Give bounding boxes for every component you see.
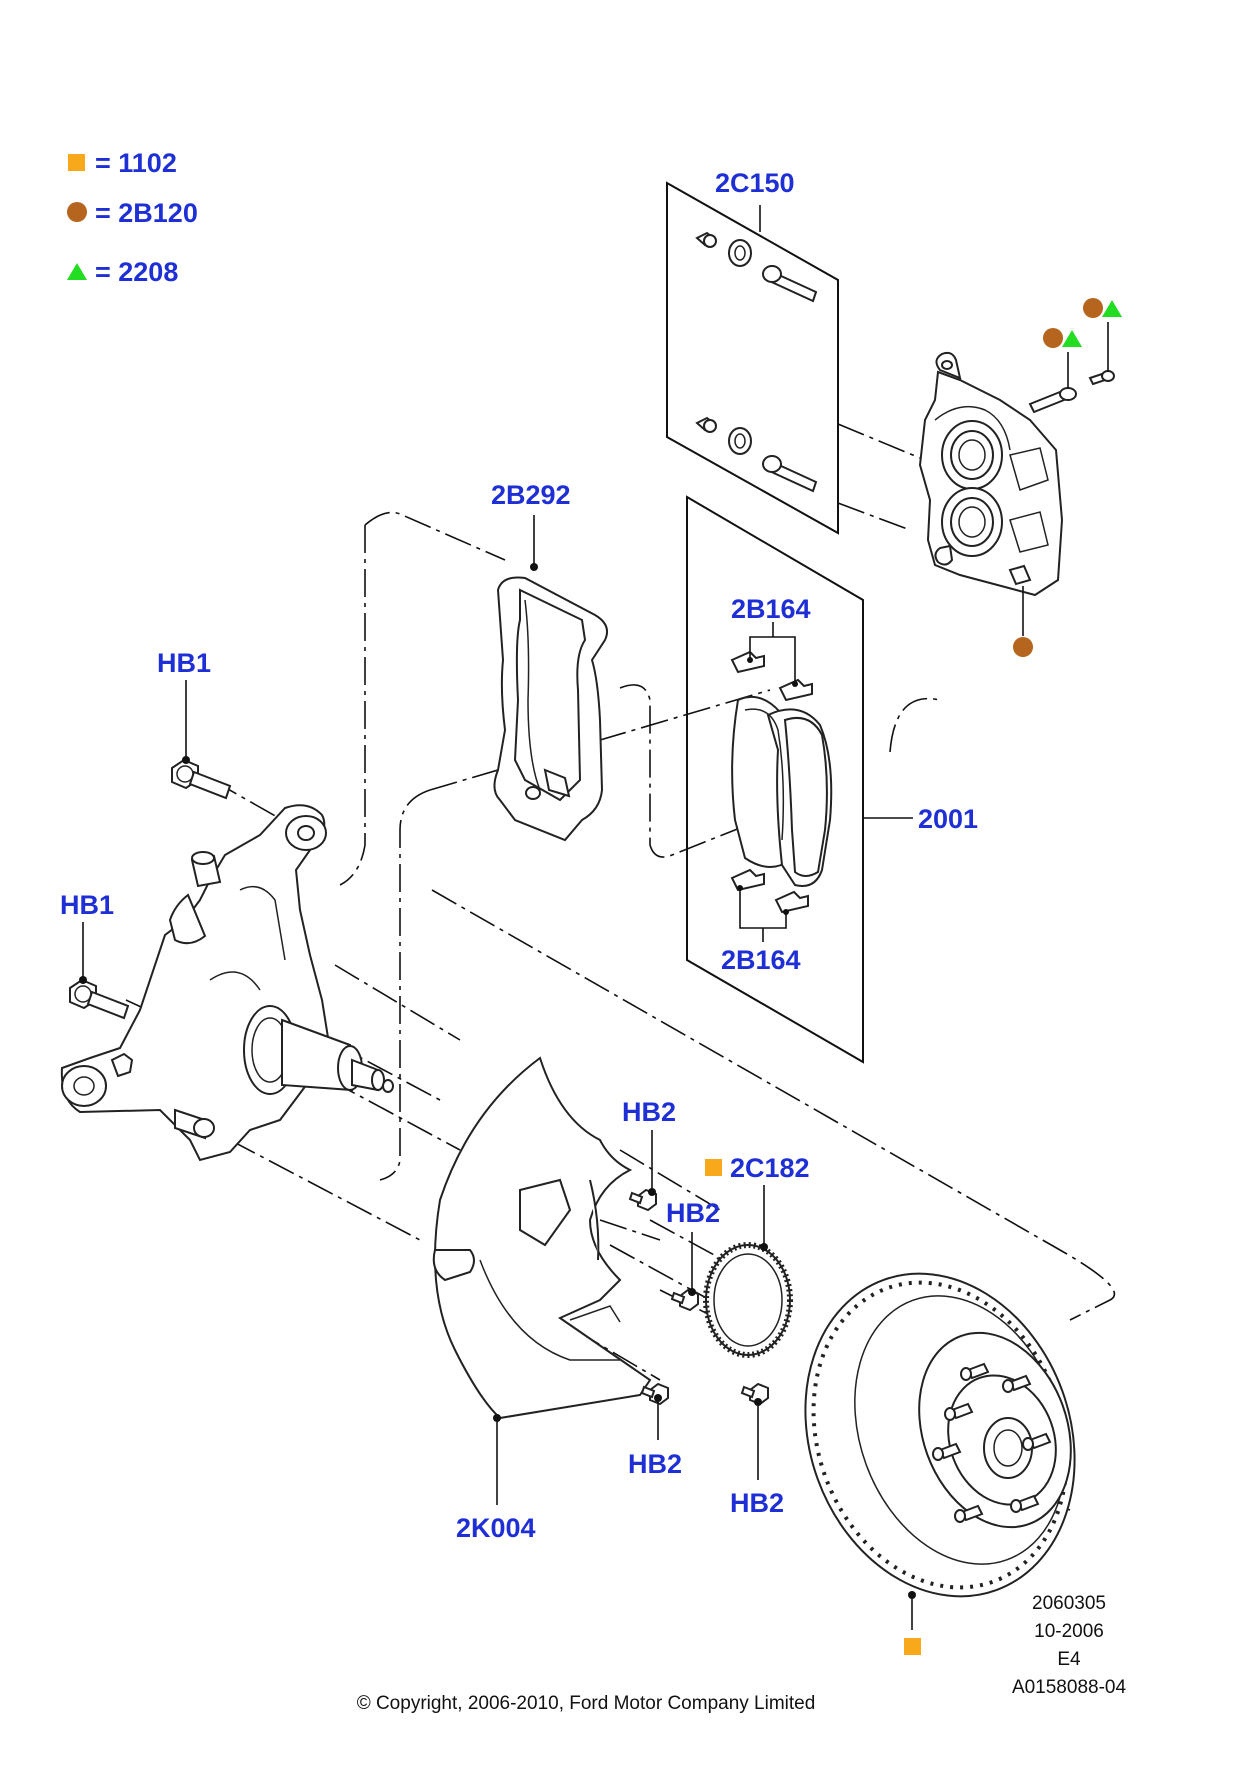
legend: = 1102 = 2B120 = 2208 [67,148,198,287]
legend-circle-marker [67,202,87,222]
callout-2B292: 2B292 [491,480,571,510]
rotor-square-marker [904,1638,921,1655]
caliper-pin-kit-group: 2C150 [666,168,839,535]
assembly-lines [125,423,1116,1511]
dust-shield: 2K004 [432,1056,652,1543]
callout-HB2-d: HB2 [730,1488,784,1518]
abs-tone-ring: 2C182 [703,1153,810,1358]
callout-2001: 2001 [918,804,978,834]
caliper-anchor-bracket: 2B292 [491,480,608,842]
callout-2B164-upper: 2B164 [731,594,811,624]
callout-HB2-a: HB2 [622,1097,676,1127]
caliper-bleeder-triangle-marker [1062,330,1082,347]
callout-2K004: 2K004 [456,1513,536,1543]
hb1-bolt-left: HB1 [60,890,130,1020]
tone-ring-square-marker [705,1159,722,1176]
caliper-bleeder-circle-marker [1043,328,1063,348]
hb2-bolt-a: HB2 [622,1097,676,1212]
wheel-studs [932,1362,1052,1523]
legend-square-marker [68,154,85,171]
copyright-notice: © Copyright, 2006-2010, Ford Motor Compa… [357,1693,816,1714]
hb1-bolt-upper: HB1 [157,648,232,800]
legend-circle-text: = 2B120 [95,198,198,228]
legend-square-text: = 1102 [95,148,177,178]
callout-2C150: 2C150 [715,168,795,198]
pin-set-lower [695,416,818,493]
caliper-top-triangle-marker [1102,300,1122,317]
legend-triangle-marker [67,263,87,280]
pad-clips-lower: 2B164 [721,868,809,975]
pad-clips-upper: 2B164 [730,594,813,702]
drawing-reference: A0158088-04 [1012,1677,1127,1698]
caliper-bottom-circle-marker [1013,637,1033,657]
drawing-date: 10-2006 [1034,1621,1104,1642]
hb2-bolt-d: HB2 [730,1382,784,1518]
pin-set-upper [695,231,818,303]
legend-triangle-text: = 2208 [95,257,178,287]
hb2-bolt-b: HB2 [666,1198,720,1312]
brake-caliper [918,298,1122,657]
brake-rotor [804,1272,1076,1655]
callout-HB1-upper: HB1 [157,648,211,678]
brake-pads [731,696,833,887]
brake-pad-kit-group: 2001 2B164 2B164 [686,495,978,1064]
callout-HB2-c: HB2 [628,1449,682,1479]
caliper-top-circle-marker [1083,298,1103,318]
pin-kit-box [666,181,839,535]
callout-2C182: 2C182 [730,1153,810,1183]
pad-kit-box [686,495,864,1064]
hb2-bolt-c: HB2 [628,1382,682,1479]
steering-knuckle [60,804,394,1162]
drawing-footer: 2060305 10-2006 E4 A0158088-04 © Copyrig… [357,1593,1127,1714]
callout-HB2-b: HB2 [666,1198,720,1228]
callout-2B164-lower: 2B164 [721,945,801,975]
drawing-code: 2060305 [1032,1593,1106,1614]
drawing-revision: E4 [1057,1649,1081,1670]
callout-HB1-left: HB1 [60,890,114,920]
